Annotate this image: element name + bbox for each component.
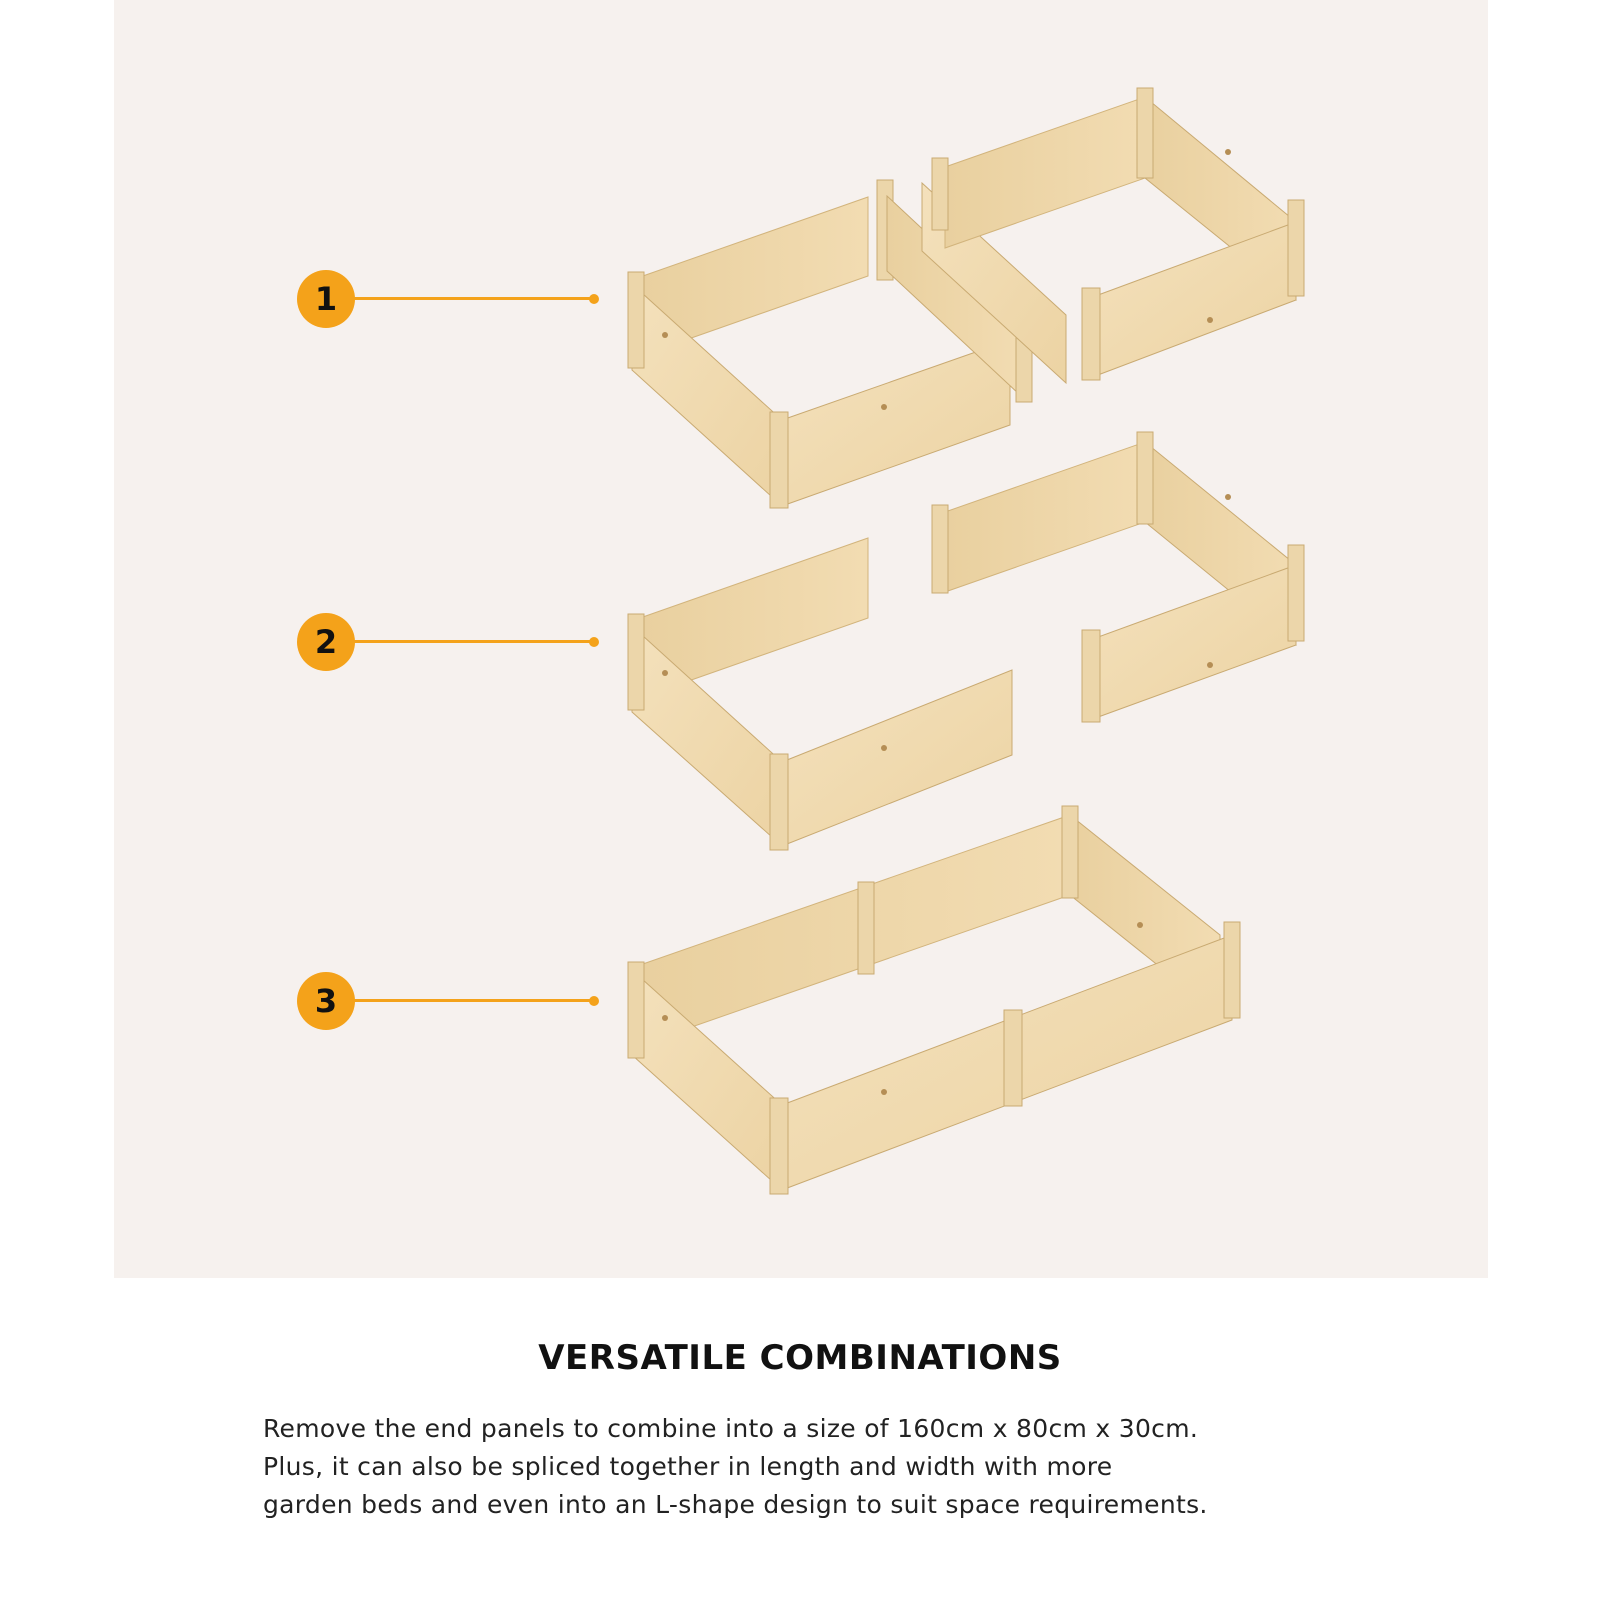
bed-2-right	[931, 431, 1305, 723]
back-panel	[944, 441, 1146, 593]
bed-3-combined	[627, 805, 1241, 1195]
caption: VERSATILE COMBINATIONS	[0, 1338, 1600, 1378]
step-connector-dot	[589, 637, 599, 647]
step-badge: 1	[297, 270, 355, 328]
knot	[1207, 317, 1213, 323]
corner-post	[769, 753, 789, 851]
bed-1-right	[931, 87, 1305, 381]
step-badge: 3	[297, 972, 355, 1030]
corner-post	[1136, 87, 1154, 179]
knot	[881, 745, 887, 751]
front-panel	[1089, 221, 1297, 379]
bed-2-left	[627, 537, 1013, 851]
step-badge: 2	[297, 613, 355, 671]
back-panel	[944, 96, 1146, 249]
knot	[1225, 494, 1231, 500]
step-connector-line	[353, 640, 593, 643]
knot	[1137, 922, 1143, 928]
corner-post	[1136, 431, 1154, 525]
corner-post	[1287, 199, 1305, 297]
description-line: Remove the end panels to combine into a …	[263, 1414, 1199, 1443]
corner-post	[1081, 629, 1101, 723]
corner-post	[1061, 805, 1079, 899]
corner-post	[627, 961, 645, 1059]
step-connector-dot	[589, 996, 599, 1006]
knot	[662, 670, 668, 676]
front-panel	[781, 669, 1013, 847]
description-line: garden beds and even into an L-shape des…	[263, 1490, 1208, 1519]
caption-heading: VERSATILE COMBINATIONS	[538, 1338, 1062, 1378]
knot	[662, 1015, 668, 1021]
front-panel	[781, 339, 1011, 507]
corner-post	[1081, 287, 1101, 381]
knot	[1207, 662, 1213, 668]
step-connector-line	[353, 297, 593, 300]
corner-post	[627, 271, 645, 369]
step-connector-line	[353, 999, 593, 1002]
corner-post	[1287, 544, 1305, 642]
knot	[881, 1089, 887, 1095]
bed-1-left	[627, 196, 1011, 509]
knot	[881, 404, 887, 410]
step-marker-2: 2	[297, 613, 599, 671]
corner-post	[857, 881, 875, 975]
corner-post	[931, 157, 949, 231]
corner-post	[769, 1097, 789, 1195]
garden-bed-illustration	[627, 87, 1305, 1195]
caption-description: Remove the end panels to combine into a …	[263, 1410, 1383, 1524]
corner-post	[1223, 921, 1241, 1019]
step-connector-dot	[589, 294, 599, 304]
step-marker-3: 3	[297, 972, 599, 1030]
corner-post	[931, 504, 949, 594]
description-line: Plus, it can also be spliced together in…	[263, 1452, 1113, 1481]
corner-post	[769, 411, 789, 509]
corner-post	[627, 613, 645, 711]
corner-post	[1003, 1009, 1023, 1107]
front-panel	[1089, 564, 1297, 721]
step-marker-1: 1	[297, 270, 599, 328]
knot	[1225, 149, 1231, 155]
knot	[662, 332, 668, 338]
